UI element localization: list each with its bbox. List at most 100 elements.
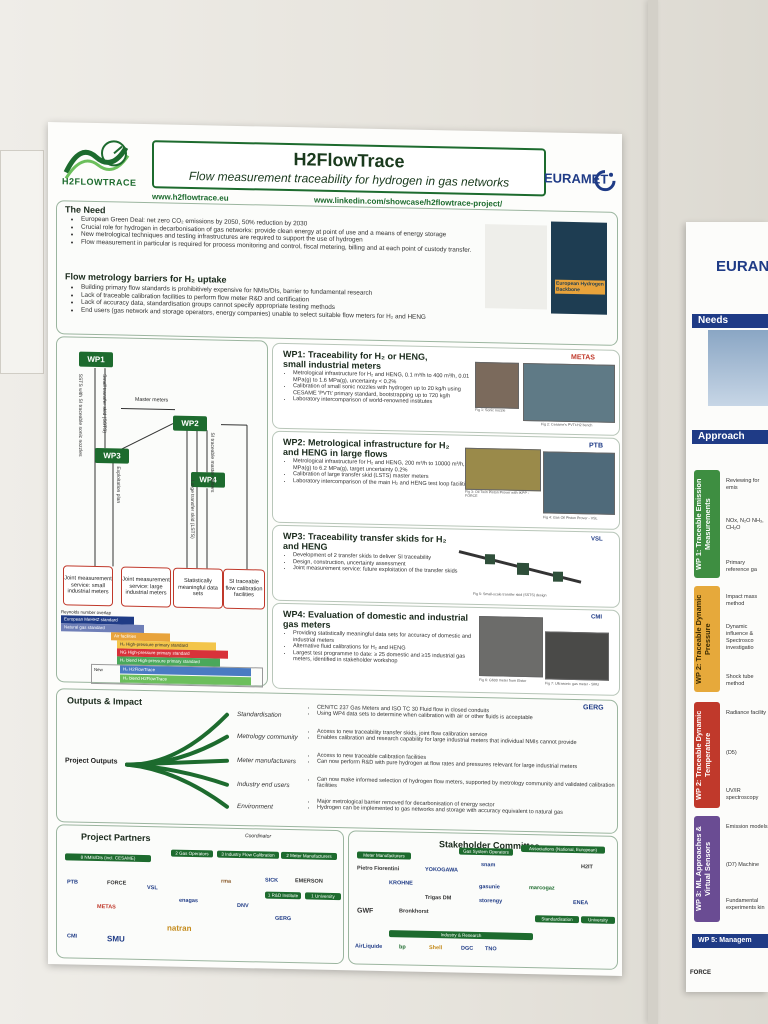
output-large-meters: Joint measurement service: large industr… (121, 566, 171, 608)
wp4-box: WP4: Evaluation of domestic and industri… (272, 602, 620, 696)
side-text: Impact mass method (726, 594, 758, 607)
side-needs-band: Needs (692, 314, 768, 328)
left-wall-card (0, 150, 44, 374)
photo-caption: Fig 3: Oil Twin Piston Prover with IKPP … (465, 489, 529, 498)
stakeholder-logo: snam (481, 862, 496, 869)
stakeholder-group: Associations (National, European) (521, 844, 605, 854)
wp3-list: Development of 2 transfer skids to deliv… (283, 552, 463, 576)
diagram-connectors (94, 367, 248, 570)
side-wp-tab: WP 2: Traceable Dynamic Temperature (694, 702, 720, 808)
wp2-node: WP2 (173, 415, 207, 432)
wp3-title: WP3: Traceability transfer skids for H₂ … (283, 530, 447, 552)
wp3-box: WP3: Traceability transfer skids for H₂ … (272, 524, 620, 608)
legend-new-label: New (94, 666, 103, 673)
partner-logo: GERG (275, 915, 292, 923)
outcome-environment: Environment (237, 802, 273, 811)
wp1-node: WP1 (79, 351, 113, 368)
partner-logo: VSL (147, 885, 158, 892)
wp2-title: WP2: Metrological infrastructure for H₂ … (283, 436, 450, 460)
stakeholder-logo: marcogaz (529, 885, 555, 892)
wp4-node: WP4 (191, 471, 225, 488)
partner-logo: rma (221, 878, 232, 885)
need-section: The Need European Green Deal: net zero C… (56, 200, 618, 346)
title-box: H2FlowTrace Flow measurement traceabilit… (152, 140, 546, 197)
stakeholder-logo: Pietro Fiorentini (357, 865, 400, 873)
wp-item: Largest test programme to date: ≥ 25 dom… (293, 650, 485, 667)
legend-row: H₂ blend H2FlowTrace (120, 674, 251, 686)
stakeholder-group: Meter Manufacturers (357, 851, 411, 860)
euramet-logo-text: EURAMET (544, 170, 609, 187)
ptb-logo: PTB (589, 442, 603, 450)
side-management-band: WP 5: Managem (692, 934, 768, 948)
side-wp-tab: WP 3: ML Approaches & Virtual Sensors (694, 816, 720, 922)
wp2-list: Metrological infrastructure for H₂ and H… (283, 458, 479, 488)
partners-section: Project Partners Coordinator 8 NMIs/DIs … (56, 824, 344, 965)
side-poster: EURAN Needs Approach WP 1: Traceable Emi… (686, 222, 768, 992)
vsl-logo: VSL (591, 536, 603, 543)
stakeholder-logo: Bronkhorst (399, 908, 429, 915)
photo-caption: Fig 7: Ultrasonic gas meter - SMU (545, 681, 600, 687)
partner-group: 2 Gas Operators (171, 849, 213, 858)
stakeholder-logo: GWF (357, 907, 374, 915)
partner-logo: FORCE (107, 880, 127, 887)
output-data-sets: Statistically meaningful data sets (173, 567, 223, 609)
side-wp-tab: WP 2: Traceable Dynamic Pressure (694, 586, 720, 692)
stakeholder-group: University (581, 916, 615, 924)
euramet-logo-icon (594, 170, 616, 192)
stakeholder-logo: gasunie (479, 884, 500, 891)
stakeholder-logo: bp (399, 944, 406, 951)
partners-title: Project Partners (81, 831, 151, 844)
outcome-manufacturers: Meter manufacturers (237, 756, 296, 766)
ssts-nozzles-label: SSTS with SI traceable sonic nozzles (77, 373, 83, 457)
need-title: The Need (65, 204, 106, 216)
partner-logo: CMI (67, 933, 78, 940)
partner-logo: METAS (97, 904, 116, 911)
outputs-section: Outputs & Impact GERG Project Outputs St… (56, 688, 618, 834)
poster: H2FLOWTRACE H2FlowTrace Flow measurement… (48, 121, 622, 977)
master-meters-label: Master meters (135, 396, 169, 404)
transfer-skid-drawing-icon (458, 550, 582, 584)
stakeholder-logo: TNO (485, 946, 497, 953)
side-text: UV/IR spectroscopy (726, 788, 759, 801)
stakeholder-group: Industry & Research (389, 930, 533, 941)
legend-row: Natural gas standard (61, 623, 144, 633)
gas-oil-prover-photo (543, 451, 615, 515)
stakeholder-logo: YOKOGAWA (425, 866, 459, 874)
stakeholder-logo: H2IT (581, 864, 593, 871)
stakeholder-logo: Trigas DM (425, 894, 452, 902)
side-text: Fundamental experiments kin (726, 898, 765, 911)
side-text: NOx, N₂O NH₃, CH₂O (726, 518, 764, 531)
side-approach-band: Approach (692, 430, 768, 444)
stakeholder-logo: AirLiquide (355, 943, 383, 950)
stakeholder-logo: ENEA (573, 899, 589, 907)
partner-group: 1 University (305, 892, 341, 901)
partner-logo: enagas (179, 897, 198, 905)
ultrasonic-meter-photo (545, 631, 609, 681)
photo-caption: Fig 2: Cesame's PVTt-H2 bench (541, 422, 593, 428)
need-list: European Green Deal: net zero CO₂ emissi… (71, 215, 491, 254)
stakeholder-group: Standardisation (535, 915, 579, 924)
website-link[interactable]: www.h2flowtrace.eu (152, 192, 229, 203)
photo-caption: Fig 6: G600 meter from Elster (479, 678, 527, 684)
hydrogen-backbone-book: European Hydrogen Backbone (551, 221, 607, 315)
side-text: Shock tube method (726, 674, 754, 687)
partner-group: 1 R&D Institute (265, 891, 301, 900)
outcome-standardisation: Standardisation (237, 710, 282, 719)
side-text: Emission models (726, 824, 768, 830)
photo-caption: Fig 4: Gas Oil Piston Prover - VSL (543, 515, 598, 521)
side-text: Dynamic influence & Spectrosco investiga… (726, 624, 754, 651)
output-calibration: SI traceable flow calibration facilities (223, 568, 265, 610)
g600-meter-photo (479, 616, 543, 678)
stakeholder-section: Stakeholder Committee Meter Manufacturer… (348, 830, 618, 970)
side-text: (D5) (726, 750, 737, 756)
photo-caption: Fig 1: Sonic nozzle (475, 407, 506, 413)
stakeholder-logo: storengy (479, 898, 503, 905)
wp1-box: WP1: Traceability for H₂ or HENG, small … (272, 342, 620, 436)
partner-group: 2 Meter Manufacturers (281, 851, 337, 861)
partner-logo: natran (167, 923, 192, 933)
cmi-logo: CMI (591, 614, 602, 621)
outputs-root: Project Outputs (65, 757, 118, 766)
h2flowtrace-logo-icon (63, 140, 130, 180)
wp1-list: Metrological infrastructure for H₂ and H… (283, 370, 479, 407)
panel-divider (648, 0, 658, 1024)
